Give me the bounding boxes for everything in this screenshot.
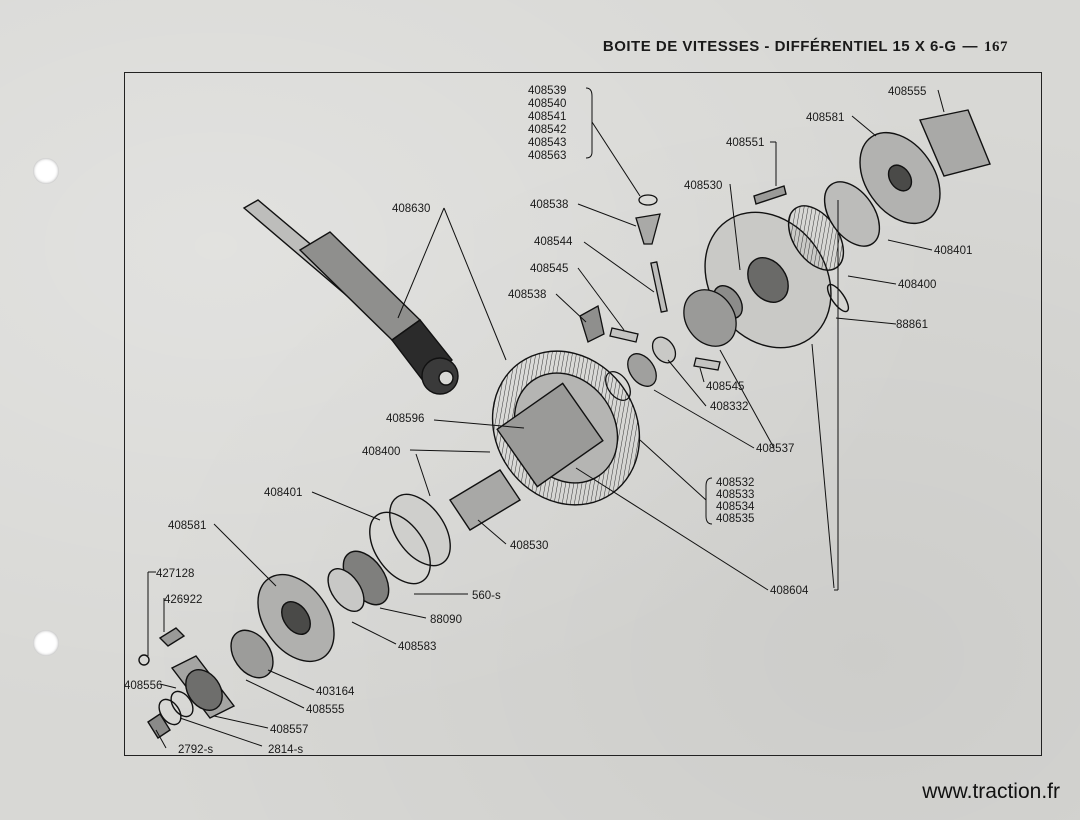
part-label: 408530 bbox=[510, 540, 548, 552]
part-label: 408533 bbox=[716, 489, 754, 501]
part-label: 408401 bbox=[934, 245, 972, 257]
part-label: 408604 bbox=[770, 585, 809, 597]
diagram-frame bbox=[124, 72, 1042, 756]
part-label: 408537 bbox=[756, 443, 794, 455]
part-label: 408544 bbox=[534, 236, 573, 248]
part-label: 408538 bbox=[530, 199, 568, 211]
watermark-url: www.traction.fr bbox=[922, 780, 1060, 803]
page-title: BOITE DE VITESSES - DIFFÉRENTIEL 15 X 6-… bbox=[602, 38, 957, 55]
planet-gears-drawing bbox=[579, 194, 737, 401]
part-label: 408556 bbox=[124, 680, 162, 692]
part-label: 408583 bbox=[398, 641, 436, 653]
part-label: 560-s bbox=[472, 590, 501, 602]
part-label: 88861 bbox=[896, 319, 928, 331]
part-label: 408538 bbox=[508, 289, 546, 301]
part-label: 408630 bbox=[392, 203, 430, 215]
part-label: 408555 bbox=[888, 86, 926, 98]
page-header: BOITE DE VITESSES - DIFFÉRENTIEL 15 X 6-… bbox=[603, 38, 1008, 56]
part-label: 408332 bbox=[710, 401, 748, 413]
title-dash: — bbox=[962, 38, 978, 55]
part-number-labels: 408539 408540 408541 408542 408543 40856… bbox=[124, 85, 972, 756]
punch-hole-top bbox=[33, 158, 59, 184]
part-label: 408532 bbox=[716, 477, 754, 489]
part-label: 408543 bbox=[528, 137, 566, 149]
part-label: 408557 bbox=[270, 724, 308, 736]
part-label: 408555 bbox=[306, 704, 344, 716]
part-label: 408401 bbox=[264, 487, 302, 499]
part-label: 403164 bbox=[316, 686, 355, 698]
page-number: 167 bbox=[984, 39, 1008, 55]
part-label: 408400 bbox=[898, 279, 936, 291]
leader-lines bbox=[147, 87, 945, 749]
part-label: 427128 bbox=[156, 568, 194, 580]
part-label: 408535 bbox=[716, 513, 754, 525]
part-label: 408551 bbox=[726, 137, 764, 149]
part-label: 408545 bbox=[530, 263, 568, 275]
part-label: 408563 bbox=[528, 150, 566, 162]
part-label: 408581 bbox=[168, 520, 206, 532]
part-label: 408539 bbox=[528, 85, 566, 97]
part-label: 426922 bbox=[164, 594, 202, 606]
part-label: 408596 bbox=[386, 413, 424, 425]
part-label: 88090 bbox=[430, 614, 462, 626]
part-label: 408542 bbox=[528, 124, 566, 136]
crown-wheel-drawing bbox=[491, 350, 641, 506]
part-label: 2792-s bbox=[178, 744, 213, 756]
part-label: 408540 bbox=[528, 98, 566, 110]
part-label: 408534 bbox=[716, 501, 755, 513]
part-label: 408541 bbox=[528, 111, 566, 123]
part-label: 408530 bbox=[684, 180, 722, 192]
part-label: 2814-s bbox=[268, 744, 303, 756]
left-shaft-hub-drawing bbox=[138, 469, 521, 739]
part-label: 408581 bbox=[806, 112, 844, 124]
punch-hole-bottom bbox=[33, 630, 59, 656]
pinion-shaft-drawing bbox=[242, 199, 459, 395]
part-label: 408545 bbox=[706, 381, 744, 393]
right-flange-hub-drawing bbox=[704, 109, 991, 349]
part-label: 408400 bbox=[362, 446, 400, 458]
